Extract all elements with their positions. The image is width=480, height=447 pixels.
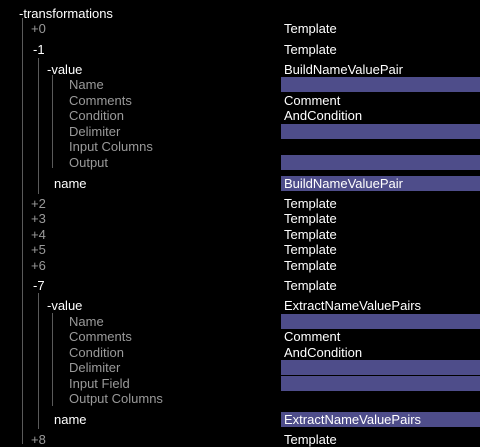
tree-row[interactable]: Input Columns bbox=[0, 139, 480, 154]
node-key[interactable]: -value bbox=[47, 62, 83, 77]
tree-row[interactable]: +5 Template bbox=[0, 242, 480, 257]
tree-row[interactable]: Comments Comment bbox=[0, 93, 480, 108]
field-label: Comments bbox=[69, 329, 132, 344]
field-label: Comments bbox=[69, 93, 132, 108]
tree-row[interactable]: +8 Template bbox=[0, 432, 480, 447]
field-value[interactable]: Comment bbox=[284, 329, 341, 344]
field-value-input[interactable] bbox=[281, 314, 480, 329]
field-label: Delimiter bbox=[69, 360, 121, 375]
tree-row[interactable]: Output Columns bbox=[0, 391, 480, 406]
tree-row[interactable]: Input Field bbox=[0, 376, 480, 391]
node-label-transformations[interactable]: -transformations bbox=[19, 6, 113, 21]
tree-row[interactable]: Condition AndCondition bbox=[0, 345, 480, 360]
field-value[interactable]: Comment bbox=[284, 93, 341, 108]
node-value[interactable]: Template bbox=[284, 278, 337, 293]
node-value[interactable]: Template bbox=[284, 242, 337, 257]
field-value[interactable]: AndCondition bbox=[284, 108, 363, 123]
node-key[interactable]: +4 bbox=[31, 227, 46, 242]
node-value[interactable]: Template bbox=[284, 196, 337, 211]
tree-row[interactable]: Delimiter bbox=[0, 360, 480, 375]
tree-row[interactable]: Name bbox=[0, 77, 480, 92]
field-label: Input Field bbox=[69, 376, 130, 391]
field-label: Delimiter bbox=[69, 124, 121, 139]
tree-row[interactable]: Comments Comment bbox=[0, 329, 480, 344]
field-value[interactable] bbox=[281, 391, 480, 406]
tree-row[interactable]: name BuildNameValuePair bbox=[0, 176, 480, 191]
field-label: Name bbox=[69, 314, 104, 329]
tree-row[interactable]: +4 Template bbox=[0, 227, 480, 242]
field-label: Input Columns bbox=[69, 139, 153, 154]
tree-row[interactable]: -value ExtractNameValuePairs bbox=[0, 298, 480, 313]
node-key[interactable]: -7 bbox=[33, 278, 45, 293]
field-label: Output Columns bbox=[69, 391, 163, 406]
tree-row[interactable]: name ExtractNameValuePairs bbox=[0, 412, 480, 427]
tree-row[interactable]: +2 Template bbox=[0, 196, 480, 211]
tree-guide-line bbox=[52, 313, 53, 406]
tree-row[interactable]: Name bbox=[0, 314, 480, 329]
node-value[interactable]: ExtractNameValuePairs bbox=[284, 298, 422, 313]
node-key[interactable]: +0 bbox=[31, 21, 46, 36]
tree-row[interactable]: +6 Template bbox=[0, 258, 480, 273]
field-label: Condition bbox=[69, 345, 124, 360]
field-value-input[interactable] bbox=[281, 124, 480, 139]
node-key[interactable]: +8 bbox=[31, 432, 46, 447]
node-value[interactable]: Template bbox=[284, 211, 337, 226]
tree-row[interactable]: -7 Template bbox=[0, 278, 480, 293]
tree-guide-line bbox=[22, 18, 23, 444]
tree-row[interactable]: -1 Template bbox=[0, 42, 480, 57]
node-value[interactable]: Template bbox=[284, 21, 337, 36]
tree-guide-line bbox=[52, 75, 53, 168]
node-key[interactable]: +3 bbox=[31, 211, 46, 226]
field-value-input[interactable] bbox=[281, 360, 480, 375]
node-key[interactable]: name bbox=[54, 176, 87, 191]
tree-row-root[interactable]: -transformations bbox=[0, 6, 480, 21]
node-value[interactable]: Template bbox=[284, 432, 337, 447]
tree-row[interactable]: -value BuildNameValuePair bbox=[0, 62, 480, 77]
field-value-input[interactable] bbox=[281, 77, 480, 92]
tree-guide-line bbox=[38, 293, 39, 429]
field-label: Name bbox=[69, 77, 104, 92]
field-value-input[interactable] bbox=[281, 155, 480, 170]
node-key[interactable]: +6 bbox=[31, 258, 46, 273]
node-key[interactable]: +2 bbox=[31, 196, 46, 211]
tree-row[interactable]: +0 Template bbox=[0, 21, 480, 36]
node-value[interactable]: Template bbox=[284, 227, 337, 242]
node-key[interactable]: +5 bbox=[31, 242, 46, 257]
node-key[interactable]: name bbox=[54, 412, 87, 427]
node-value-selected[interactable]: BuildNameValuePair bbox=[281, 176, 480, 191]
node-value[interactable]: BuildNameValuePair bbox=[284, 62, 403, 77]
node-key[interactable]: -1 bbox=[33, 42, 45, 57]
node-value[interactable]: Template bbox=[284, 42, 337, 57]
node-key[interactable]: -value bbox=[47, 298, 83, 313]
field-label: Condition bbox=[69, 108, 124, 123]
tree-guide-line bbox=[38, 58, 39, 194]
field-value-input[interactable] bbox=[281, 376, 480, 391]
tree-row[interactable]: Condition AndCondition bbox=[0, 108, 480, 123]
node-value[interactable]: Template bbox=[284, 258, 337, 273]
tree-row[interactable]: +3 Template bbox=[0, 211, 480, 226]
field-value[interactable] bbox=[281, 139, 480, 154]
field-value[interactable]: AndCondition bbox=[284, 345, 363, 360]
node-value-selected[interactable]: ExtractNameValuePairs bbox=[281, 412, 480, 427]
tree-row[interactable]: Delimiter bbox=[0, 124, 480, 139]
field-label: Output bbox=[69, 155, 109, 170]
tree-row[interactable]: Output bbox=[0, 155, 480, 170]
